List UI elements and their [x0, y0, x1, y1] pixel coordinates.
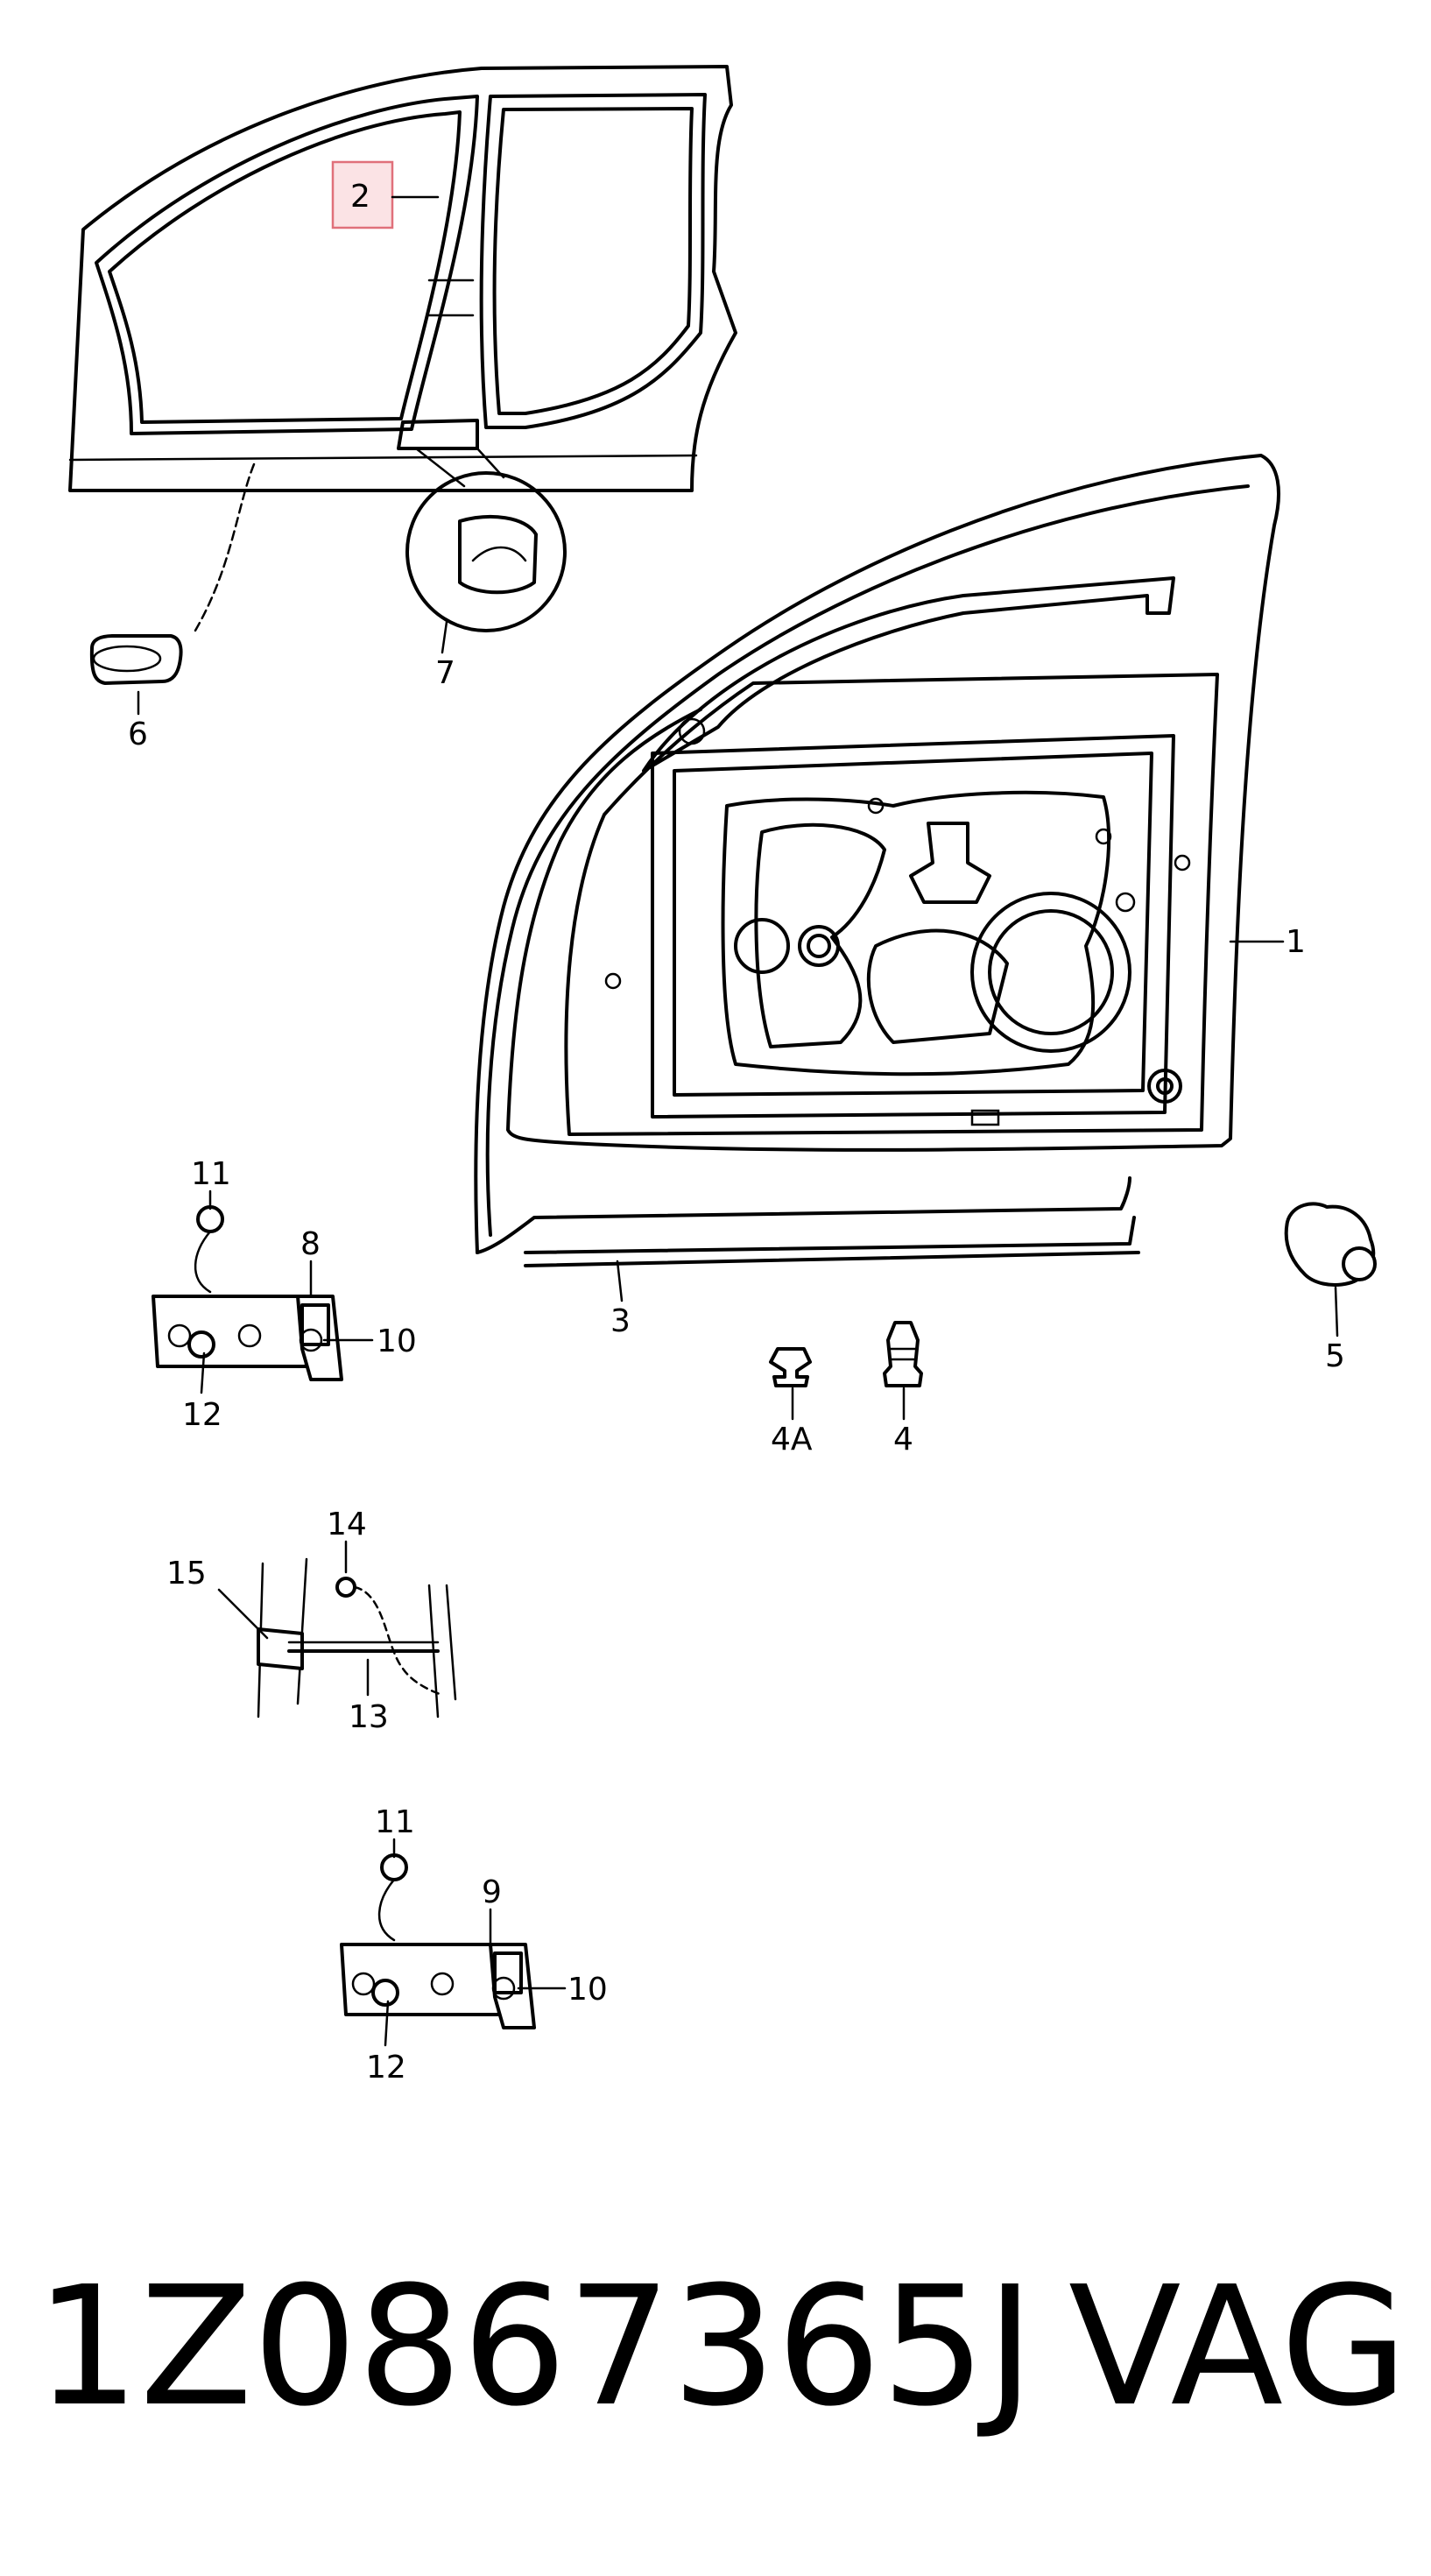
part-7-detail — [405, 447, 567, 654]
callout-15: 15 — [166, 1556, 207, 1591]
body-side-panel — [68, 65, 737, 492]
callout-14: 14 — [327, 1507, 367, 1542]
lower-hinge — [340, 1838, 567, 2047]
callout-13: 13 — [349, 1699, 389, 1735]
upper-hinge — [152, 1189, 374, 1394]
brand-name: VAG — [1068, 2251, 1408, 2443]
part-6-plug — [89, 634, 183, 716]
callout-6: 6 — [128, 716, 148, 752]
callout-10a: 10 — [377, 1323, 417, 1359]
part-caption: 1Z0867365J VAG — [35, 2251, 1408, 2443]
part-3-seal — [524, 1216, 1140, 1302]
callout-4: 4 — [893, 1422, 913, 1457]
callout-5: 5 — [1325, 1338, 1345, 1374]
part-5-grommet — [1284, 1202, 1377, 1337]
callout-12b: 12 — [366, 2050, 406, 2086]
callout-11b: 11 — [375, 1804, 415, 1840]
callout-3: 3 — [610, 1303, 631, 1339]
check-strap — [217, 1540, 457, 1719]
callout-10b: 10 — [567, 1972, 608, 2008]
part-4-clip — [883, 1321, 923, 1421]
part-1-door — [474, 454, 1285, 1254]
callout-7: 7 — [435, 655, 455, 691]
callout-2: 2 — [350, 179, 370, 215]
callout-9: 9 — [482, 1874, 502, 1910]
callout-4a: 4A — [771, 1422, 813, 1457]
callout-8: 8 — [300, 1226, 321, 1262]
part-number: 1Z0867365J — [35, 2251, 1035, 2443]
callout-12a: 12 — [182, 1397, 222, 1433]
callout-11a: 11 — [191, 1156, 231, 1192]
callout-2-highlight — [331, 160, 394, 229]
callout-1: 1 — [1286, 924, 1306, 960]
part-4a-clip — [769, 1347, 812, 1421]
